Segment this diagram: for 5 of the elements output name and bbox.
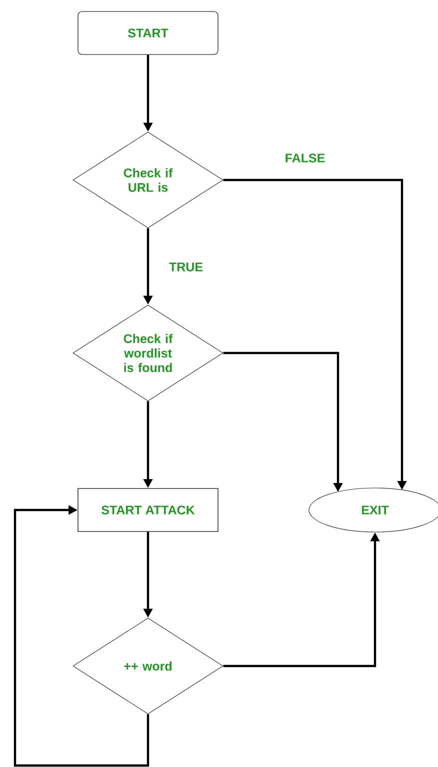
edge-label: FALSE (284, 152, 326, 164)
edge-label: TRUE (168, 262, 204, 272)
arrow (14, 505, 150, 767)
start-box: START (78, 11, 218, 55)
process-box: START ATTACK (78, 488, 218, 532)
